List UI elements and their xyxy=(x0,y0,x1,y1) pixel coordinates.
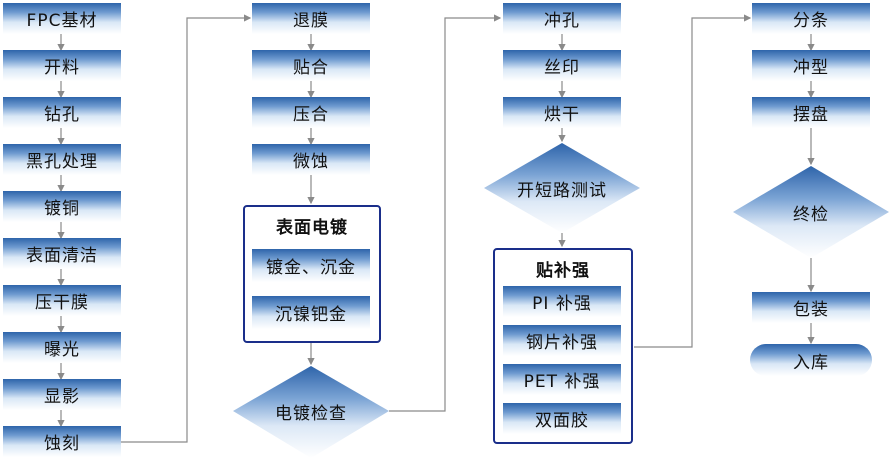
decision-label-short-open-test: 开短路测试 xyxy=(517,180,607,201)
substep-pi-stiffener: PI 补强 xyxy=(503,286,621,317)
decision-diamond-plating-check xyxy=(233,366,389,458)
step-punching: 冲孔 xyxy=(503,3,621,34)
connector xyxy=(634,14,752,348)
decision-label-plating-check: 电镀检查 xyxy=(275,403,347,424)
step-developing: 显影 xyxy=(3,379,121,410)
step-dry-film: 压干膜 xyxy=(3,285,121,316)
substep-enepig: 沉镍钯金 xyxy=(252,296,370,329)
group-title: 贴补强 xyxy=(536,261,590,281)
step-micro-etch: 微蚀 xyxy=(252,144,370,175)
decision-diamond-short-open-test xyxy=(484,143,640,233)
step-etching: 蚀刻 xyxy=(3,426,121,457)
step-surface-cleaning: 表面清洁 xyxy=(3,238,121,269)
step-slitting: 分条 xyxy=(752,3,870,34)
step-die-cutting: 冲型 xyxy=(752,50,870,81)
substep-double-sided-tape: 双面胶 xyxy=(503,403,621,434)
terminal-warehousing: 入库 xyxy=(750,344,872,376)
substep-pet-stiffener: PET 补强 xyxy=(503,364,621,395)
step-exposure: 曝光 xyxy=(3,332,121,363)
connector xyxy=(121,14,252,443)
step-packaging: 包装 xyxy=(752,292,870,323)
step-copper-plating: 镀铜 xyxy=(3,191,121,222)
step-fpc-substrate: FPC基材 xyxy=(3,3,121,34)
group-title: 表面电镀 xyxy=(276,218,348,238)
step-pressing: 压合 xyxy=(252,97,370,128)
connector xyxy=(389,14,502,412)
step-cutting: 开料 xyxy=(3,50,121,81)
step-silk-screen: 丝印 xyxy=(503,50,621,81)
substep-gold-plating: 镀金、沉金 xyxy=(252,249,370,282)
step-baking: 烘干 xyxy=(503,97,621,128)
step-black-hole: 黑孔处理 xyxy=(3,144,121,175)
step-tray-placement: 摆盘 xyxy=(752,97,870,128)
decision-diamond-final-inspection xyxy=(733,166,889,258)
decision-label-final-inspection: 终检 xyxy=(793,204,829,225)
step-lamination: 贴合 xyxy=(252,50,370,81)
substep-steel-stiffener: 钢片补强 xyxy=(503,325,621,356)
step-drilling: 钻孔 xyxy=(3,97,121,128)
step-strip-film: 退膜 xyxy=(252,3,370,34)
